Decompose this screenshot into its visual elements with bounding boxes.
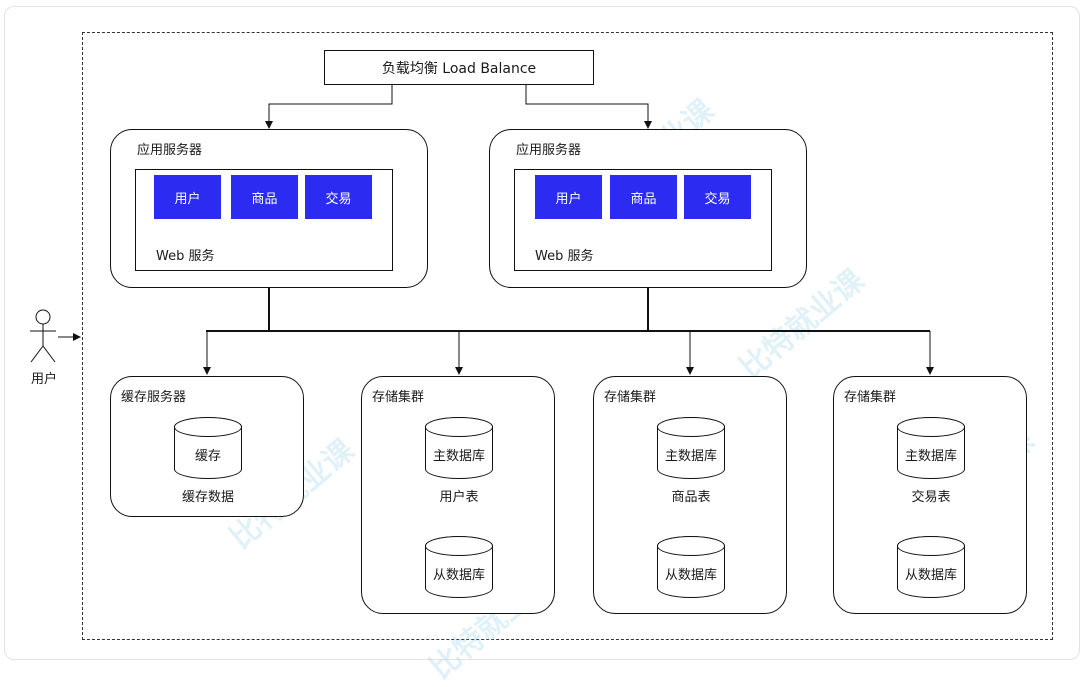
table-caption: 商品表 bbox=[671, 490, 711, 505]
web-service-box: 用户 商品 交易 Web 服务 bbox=[514, 169, 772, 271]
module-user: 用户 bbox=[535, 175, 602, 219]
system-boundary bbox=[82, 32, 1053, 640]
master-db-icon: 主数据库 bbox=[425, 417, 493, 479]
lb-to-app1-arrow bbox=[265, 85, 393, 129]
cache-db-icon: 缓存 bbox=[174, 417, 242, 479]
app-server-1: 应用服务器 用户 商品 交易 Web 服务 bbox=[110, 129, 428, 288]
app-server-title: 应用服务器 bbox=[137, 143, 203, 158]
table-caption: 交易表 bbox=[911, 490, 951, 505]
storage-cluster-2: 存储集群 主数据库 商品表 从数据库 bbox=[593, 376, 787, 614]
web-service-label: Web 服务 bbox=[535, 249, 594, 264]
app-server-title: 应用服务器 bbox=[516, 143, 582, 158]
slave-db-label: 从数据库 bbox=[432, 567, 485, 583]
storage-cluster-3: 存储集群 主数据库 交易表 从数据库 bbox=[833, 376, 1027, 614]
module-user: 用户 bbox=[154, 175, 221, 219]
app-server-2: 应用服务器 用户 商品 交易 Web 服务 bbox=[489, 129, 807, 288]
outer-frame bbox=[4, 6, 1080, 660]
master-db-icon: 主数据库 bbox=[897, 417, 965, 479]
module-trade: 交易 bbox=[684, 175, 751, 219]
cache-server: 缓存服务器 缓存 缓存数据 bbox=[110, 376, 304, 517]
master-db-icon: 主数据库 bbox=[657, 417, 725, 479]
user-label: 用户 bbox=[30, 372, 57, 387]
master-db-label: 主数据库 bbox=[432, 448, 485, 464]
load-balancer-label: 负载均衡 Load Balance bbox=[381, 60, 537, 77]
module-product: 商品 bbox=[610, 175, 677, 219]
cache-db-label: 缓存 bbox=[194, 448, 221, 464]
master-db-label: 主数据库 bbox=[904, 448, 957, 464]
slave-db-label: 从数据库 bbox=[664, 567, 717, 583]
module-trade: 交易 bbox=[305, 175, 372, 219]
storage-cluster-title: 存储集群 bbox=[372, 390, 425, 405]
module-product: 商品 bbox=[231, 175, 298, 219]
architecture-diagram: 比特就业课 比特就业课 比特就业课 比特就业课 比特就业课 用户 bbox=[4, 6, 1080, 686]
cache-server-title: 缓存服务器 bbox=[121, 390, 187, 405]
slave-db-icon: 从数据库 bbox=[657, 536, 725, 598]
connector-lines bbox=[30, 85, 934, 375]
slave-db-icon: 从数据库 bbox=[897, 536, 965, 598]
storage-cluster-1: 存储集群 主数据库 用户表 从数据库 bbox=[361, 376, 555, 614]
load-balancer-box: 负载均衡 Load Balance bbox=[324, 50, 594, 85]
storage-cluster-title: 存储集群 bbox=[604, 390, 657, 405]
user-actor-icon bbox=[30, 309, 56, 363]
table-caption: 用户表 bbox=[439, 490, 479, 505]
master-db-label: 主数据库 bbox=[664, 448, 717, 464]
storage-cluster-title: 存储集群 bbox=[844, 390, 897, 405]
web-service-box: 用户 商品 交易 Web 服务 bbox=[135, 169, 393, 271]
slave-db-icon: 从数据库 bbox=[425, 536, 493, 598]
slave-db-label: 从数据库 bbox=[904, 567, 957, 583]
web-service-label: Web 服务 bbox=[156, 249, 215, 264]
cache-caption: 缓存数据 bbox=[181, 490, 234, 505]
lb-to-app2-arrow bbox=[525, 85, 652, 129]
